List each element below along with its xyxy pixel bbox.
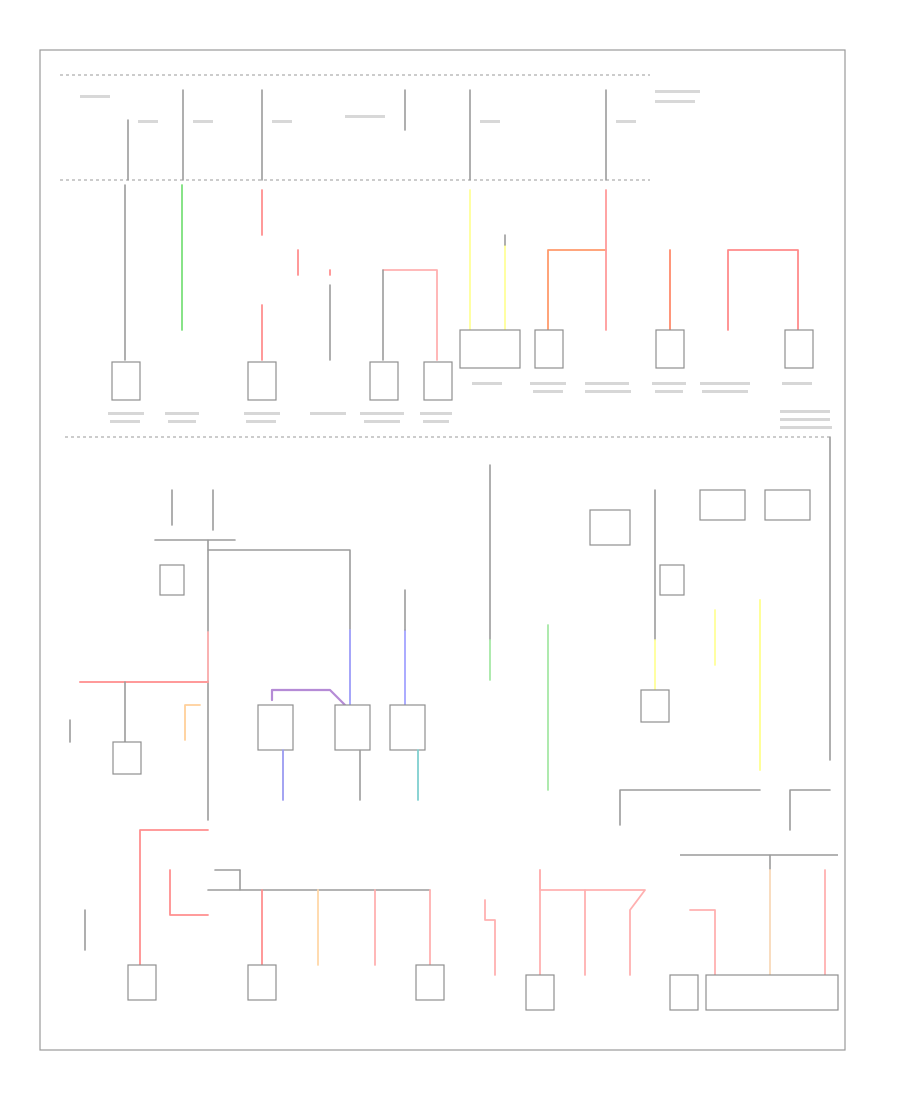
component-top-12 <box>784 329 814 369</box>
component-bottom-2 <box>127 964 157 1001</box>
diagram-frame <box>39 49 846 1051</box>
relay-right-upper <box>589 509 631 546</box>
component-bottom-9 <box>525 974 555 1011</box>
component-top-1 <box>111 361 141 401</box>
wire-pink-right-4 <box>689 909 716 976</box>
component-right-2 <box>699 489 746 521</box>
switch-bus <box>619 789 761 826</box>
relay-right-mid <box>659 564 685 596</box>
relay-3 <box>389 704 426 751</box>
ign-main-bus <box>207 539 351 701</box>
wire-orange-1 <box>547 249 607 331</box>
relay-left <box>159 564 185 596</box>
component-right-1 <box>640 689 670 723</box>
component-top-8 <box>534 329 564 369</box>
component-bottom-12 <box>669 974 699 1011</box>
component-top-5 <box>369 361 399 401</box>
lower-circuit <box>69 464 839 1011</box>
top-component-labels <box>108 382 832 429</box>
wire-peach <box>184 704 201 741</box>
wire-red-loop <box>727 249 799 331</box>
component-bottom-4 <box>247 964 277 1001</box>
module-bottom-right <box>705 974 839 1011</box>
component-right-3 <box>764 489 811 521</box>
wire-red-bottom-left <box>139 829 209 966</box>
component-top-6 <box>423 361 453 401</box>
component-top-10 <box>655 329 685 369</box>
wire-pink-branch <box>382 269 438 361</box>
component-top-7 <box>459 329 521 369</box>
switch-bus-right <box>789 789 831 831</box>
component-bottom-7 <box>415 964 445 1001</box>
top-fuse-block <box>60 74 832 429</box>
component-left-mid <box>112 741 142 775</box>
wire-red-loop-bottom <box>169 869 209 916</box>
fuse-labels-top <box>80 90 700 123</box>
component-top-3 <box>247 361 277 401</box>
wire-purple <box>270 688 347 707</box>
relay-1 <box>257 704 294 751</box>
wire-pink-right-3 <box>484 899 496 976</box>
relay-2 <box>334 704 371 751</box>
